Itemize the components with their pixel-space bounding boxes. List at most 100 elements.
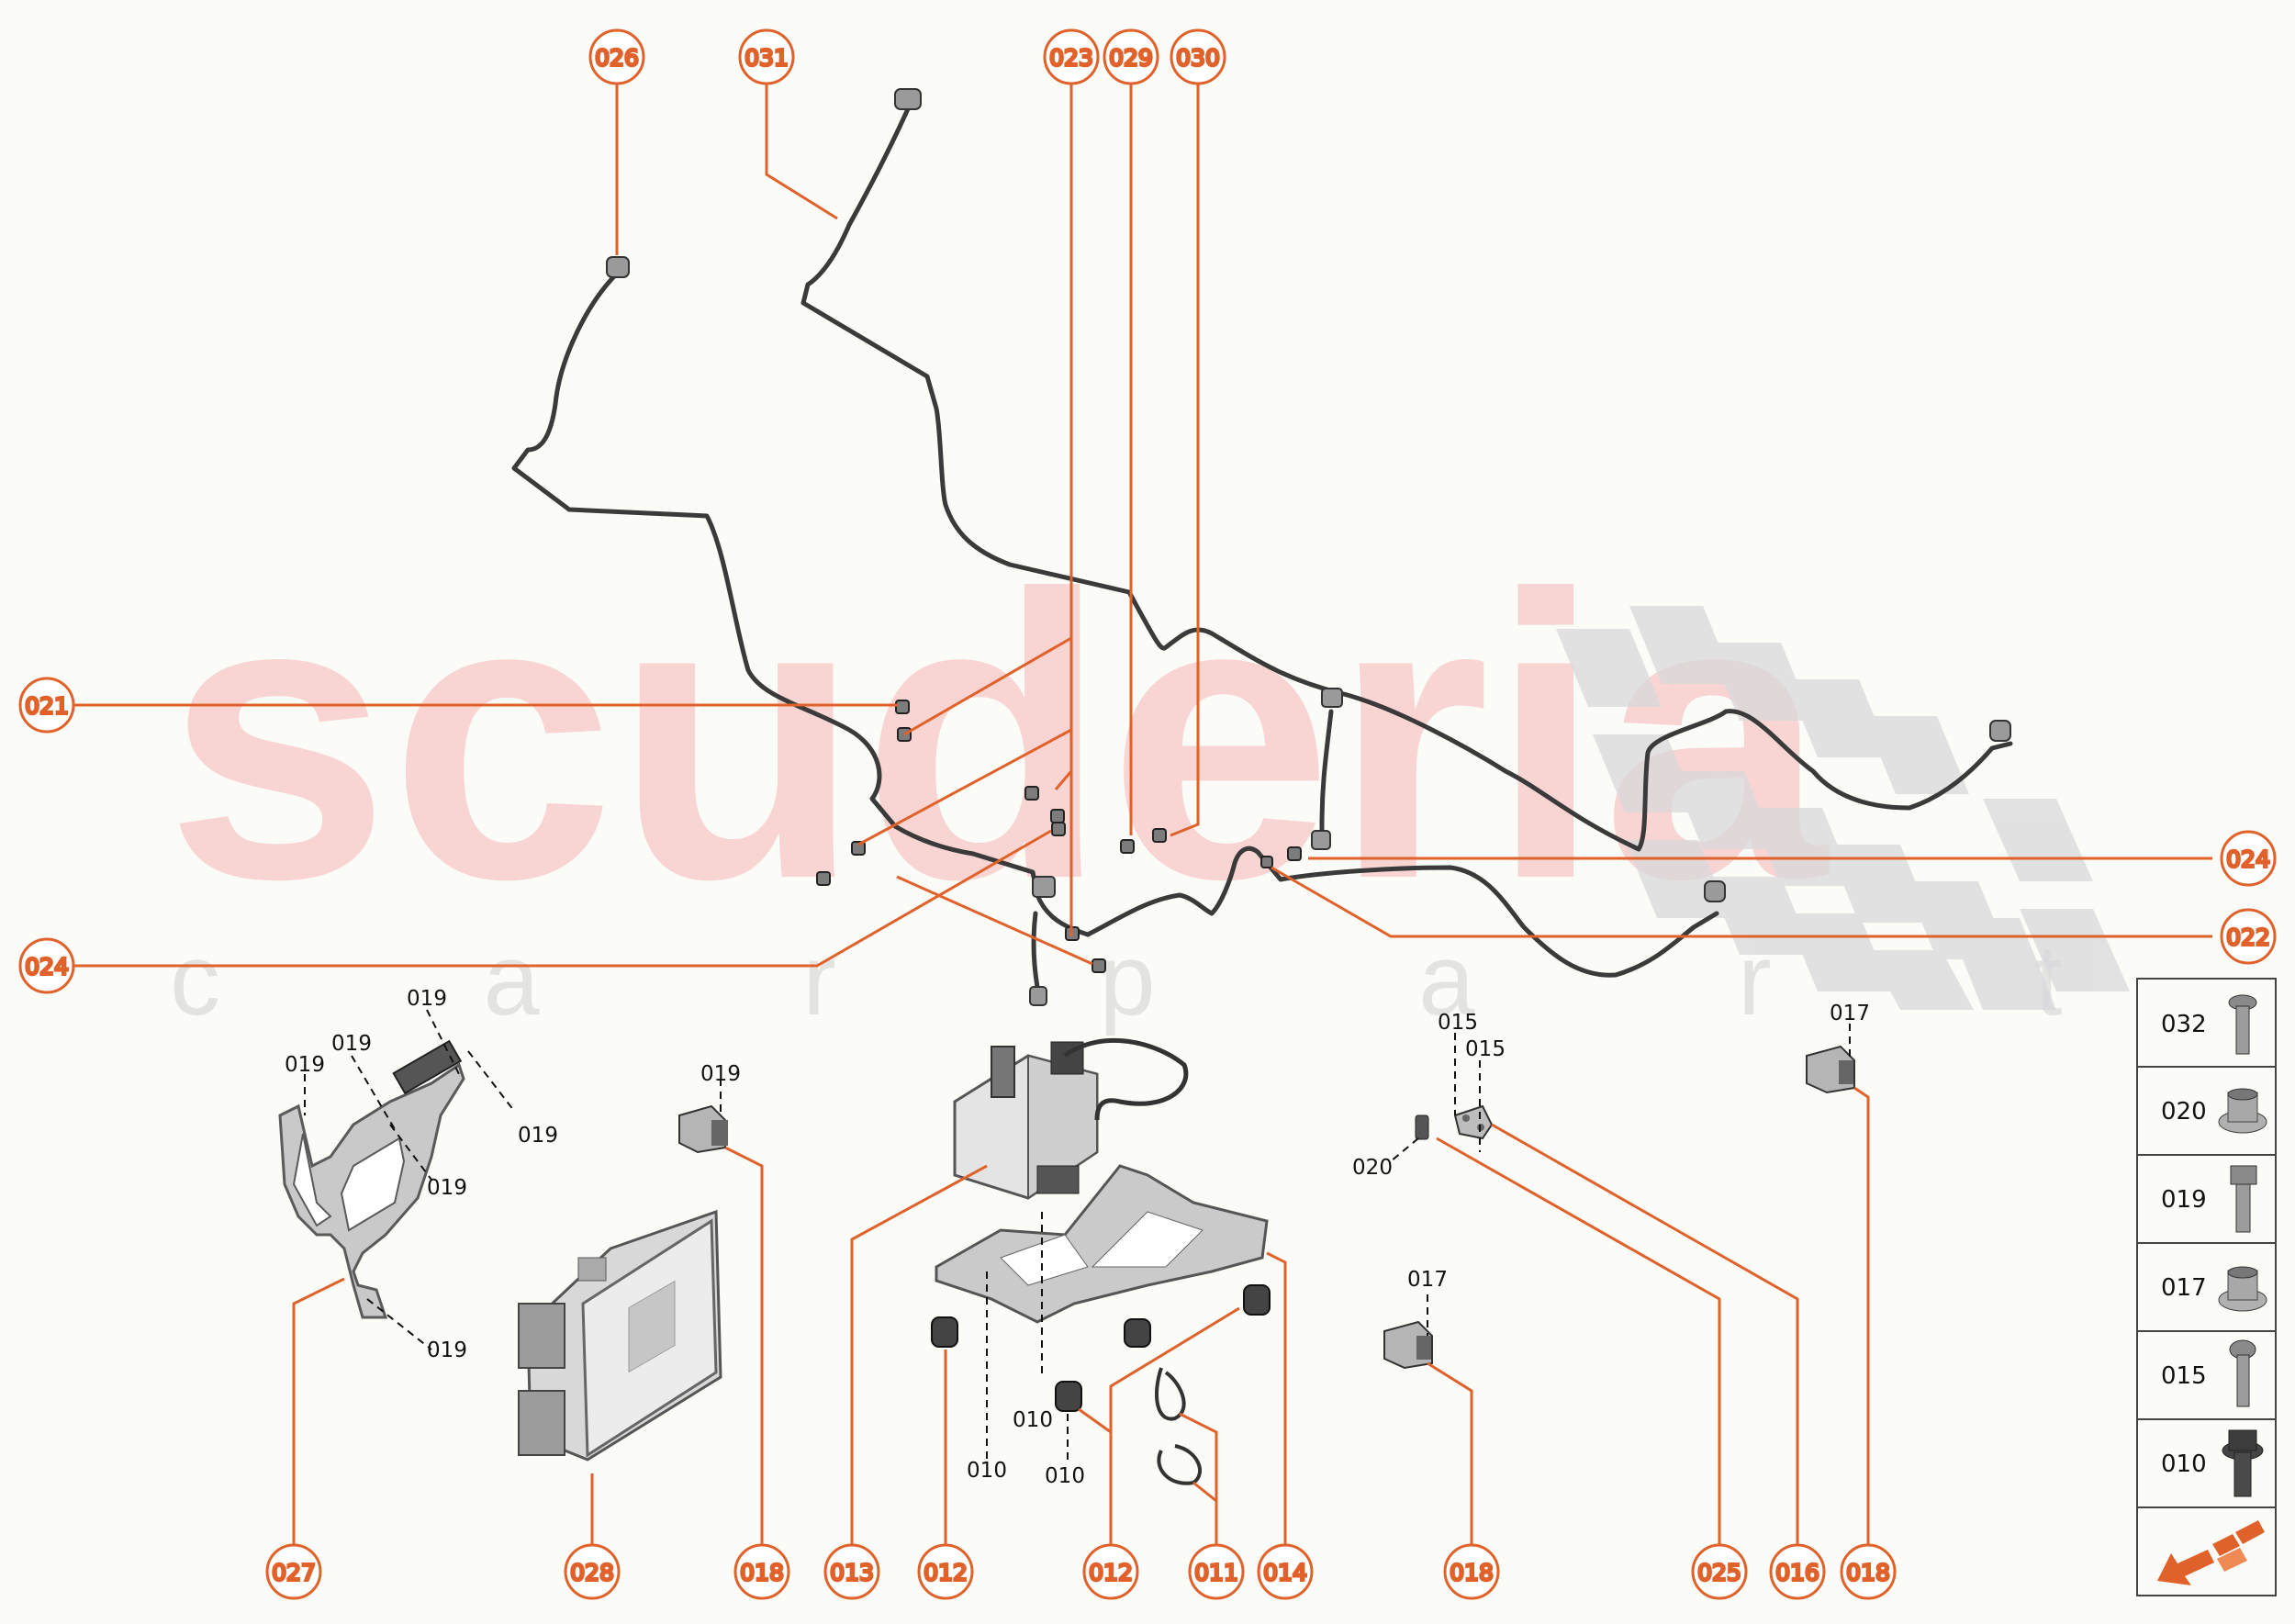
svg-text:018: 018 (1450, 1560, 1494, 1586)
clip-029 (1120, 839, 1135, 854)
part-bracket-027 (278, 1039, 465, 1319)
callout-023: 023 (1043, 28, 1100, 85)
small-label-015: 015 (1465, 1037, 1506, 1061)
svg-text:019: 019 (2161, 1186, 2207, 1214)
part-bracket-016 (1453, 1104, 1494, 1140)
pipe-clips (816, 700, 1302, 973)
fitting-stub-2 (1029, 986, 1047, 1006)
svg-text:011: 011 (1194, 1560, 1238, 1586)
callout-021: 021 (18, 677, 75, 734)
fitting-top-mid (894, 88, 922, 110)
callout-030: 030 (1170, 28, 1226, 85)
part-mounting-plate-014 (935, 1164, 1269, 1324)
direction-arrow-icon (2157, 1520, 2265, 1585)
callout-022: 022 (2220, 908, 2277, 965)
small-label-010: 010 (967, 1459, 1007, 1483)
small-label-019: 019 (518, 1124, 558, 1148)
callout-bubbles: 026 031 023 029 030 021 024 024 022 027 … (18, 28, 2277, 1600)
callout-018-left: 018 (733, 1543, 790, 1600)
part-bracket-018-mid (1383, 1320, 1433, 1370)
hex-flange-bolt-icon (2222, 1429, 2264, 1497)
callout-025: 025 (1691, 1543, 1748, 1600)
part-ecu-028 (518, 1209, 722, 1462)
legend-row-010: 010 (2161, 1429, 2264, 1497)
legend-row-032: 032 (2161, 994, 2257, 1055)
callout-029: 029 (1103, 28, 1159, 85)
clip-lower-b (1092, 958, 1106, 973)
callout-018-right: 018 (1840, 1543, 1897, 1600)
svg-text:026: 026 (595, 45, 639, 72)
fitting-stub (1311, 830, 1331, 850)
clip-023a (1024, 786, 1039, 801)
brake-pipes (511, 100, 2013, 1003)
svg-text:016: 016 (1775, 1560, 1819, 1586)
svg-text:028: 028 (570, 1560, 614, 1586)
brake-pipe-rear-cross (1085, 846, 1719, 978)
callout-026: 026 (588, 28, 645, 85)
svg-text:014: 014 (1263, 1560, 1307, 1586)
svg-text:025: 025 (1697, 1560, 1741, 1586)
callout-016: 016 (1769, 1543, 1826, 1600)
small-label-015: 015 (1438, 1011, 1478, 1035)
callout-024-right: 024 (2220, 830, 2277, 887)
part-abs-unit-013 (953, 1037, 1189, 1200)
svg-text:012: 012 (1089, 1560, 1133, 1586)
grommets (931, 1284, 1271, 1412)
round-head-bolt-icon (2229, 1339, 2256, 1407)
brake-pipe-front-left (511, 271, 1091, 937)
callout-011: 011 (1188, 1543, 1245, 1600)
svg-text:018: 018 (740, 1560, 784, 1586)
fitting-tee-lower (1032, 876, 1056, 898)
small-label-019: 019 (285, 1053, 325, 1077)
clip-024-left (851, 841, 866, 856)
legend-row-015: 015 (2161, 1339, 2256, 1407)
callout-018-mid: 018 (1443, 1543, 1500, 1600)
clip-021 (895, 700, 910, 714)
fitting-top-left (606, 256, 630, 278)
svg-text:030: 030 (1176, 45, 1220, 72)
svg-text:024: 024 (25, 954, 69, 980)
part-bracket-018-left (678, 1104, 728, 1154)
flange-nut-icon (2218, 1088, 2267, 1134)
legend-row-017: 017 (2161, 1266, 2267, 1312)
flanged-bolt-icon (2228, 994, 2257, 1055)
clip-030 (1152, 828, 1167, 843)
brake-pipe-tee-branch (1319, 709, 1334, 847)
svg-text:023: 023 (1049, 45, 1093, 72)
clip-022 (1260, 856, 1273, 868)
callout-leaders (72, 83, 2212, 1547)
small-label-010: 010 (1013, 1408, 1053, 1432)
small-label-019: 019 (407, 987, 447, 1011)
svg-text:015: 015 (2161, 1362, 2207, 1390)
pipe-fittings (606, 88, 2011, 1006)
callout-014: 014 (1257, 1543, 1314, 1600)
svg-text:010: 010 (2161, 1450, 2207, 1478)
clip-024-left-b (816, 871, 831, 886)
svg-text:018: 018 (1846, 1560, 1890, 1586)
fastener-legend: 032 020 019 017 (2136, 978, 2277, 1596)
svg-text:012: 012 (924, 1560, 968, 1586)
svg-text:031: 031 (744, 45, 789, 72)
small-label-019: 019 (700, 1062, 741, 1086)
grommet-012-left (931, 1316, 958, 1348)
small-labels: 019 019 019 019 019 019 019 015 015 020 … (285, 987, 1870, 1488)
callout-028: 028 (564, 1543, 621, 1600)
callout-027: 027 (265, 1543, 322, 1600)
clip-023c (1051, 822, 1066, 836)
part-bracket-018-right (1806, 1045, 1855, 1094)
svg-text:032: 032 (2161, 1011, 2207, 1038)
small-label-019: 019 (427, 1338, 467, 1362)
watermark: scuderia c a r p a r t s (165, 512, 2295, 1036)
callout-012-left: 012 (917, 1543, 974, 1600)
clip-024-right (1287, 846, 1302, 861)
grommet-012-mid (1124, 1318, 1151, 1348)
cable-ties-011 (1155, 1367, 1203, 1485)
small-label-017: 017 (1407, 1268, 1448, 1292)
fitting-tee-upper (1321, 688, 1343, 708)
svg-text:027: 027 (272, 1560, 316, 1586)
fitting-right-end (1989, 720, 2011, 742)
small-label-019: 019 (427, 1176, 467, 1200)
clip-023b (1050, 809, 1065, 823)
dashed-leaders (304, 1009, 1851, 1460)
